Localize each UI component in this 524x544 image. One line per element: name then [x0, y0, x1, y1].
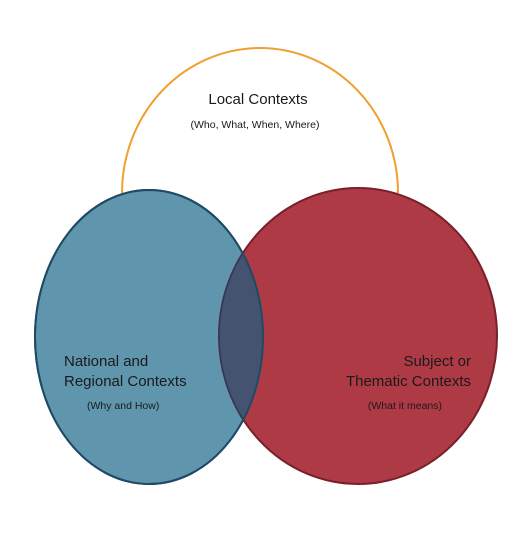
- national-subtitle: (Why and How): [87, 400, 160, 412]
- subject-title-line2: Thematic Contexts: [345, 373, 471, 390]
- local-contexts-title: Local Contexts: [208, 91, 308, 108]
- local-contexts-arc: [121, 47, 399, 194]
- national-title-line1: National and: [64, 353, 149, 370]
- subject-subtitle: (What it means): [367, 400, 442, 412]
- national-regional-outline: [34, 189, 264, 485]
- local-contexts-subtitle: (Who, What, When, Where): [190, 119, 320, 131]
- subject-title-line1: Subject or: [403, 353, 471, 370]
- subject-thematic-outline: [218, 190, 263, 484]
- national-title-line2: Regional Contexts: [64, 373, 187, 390]
